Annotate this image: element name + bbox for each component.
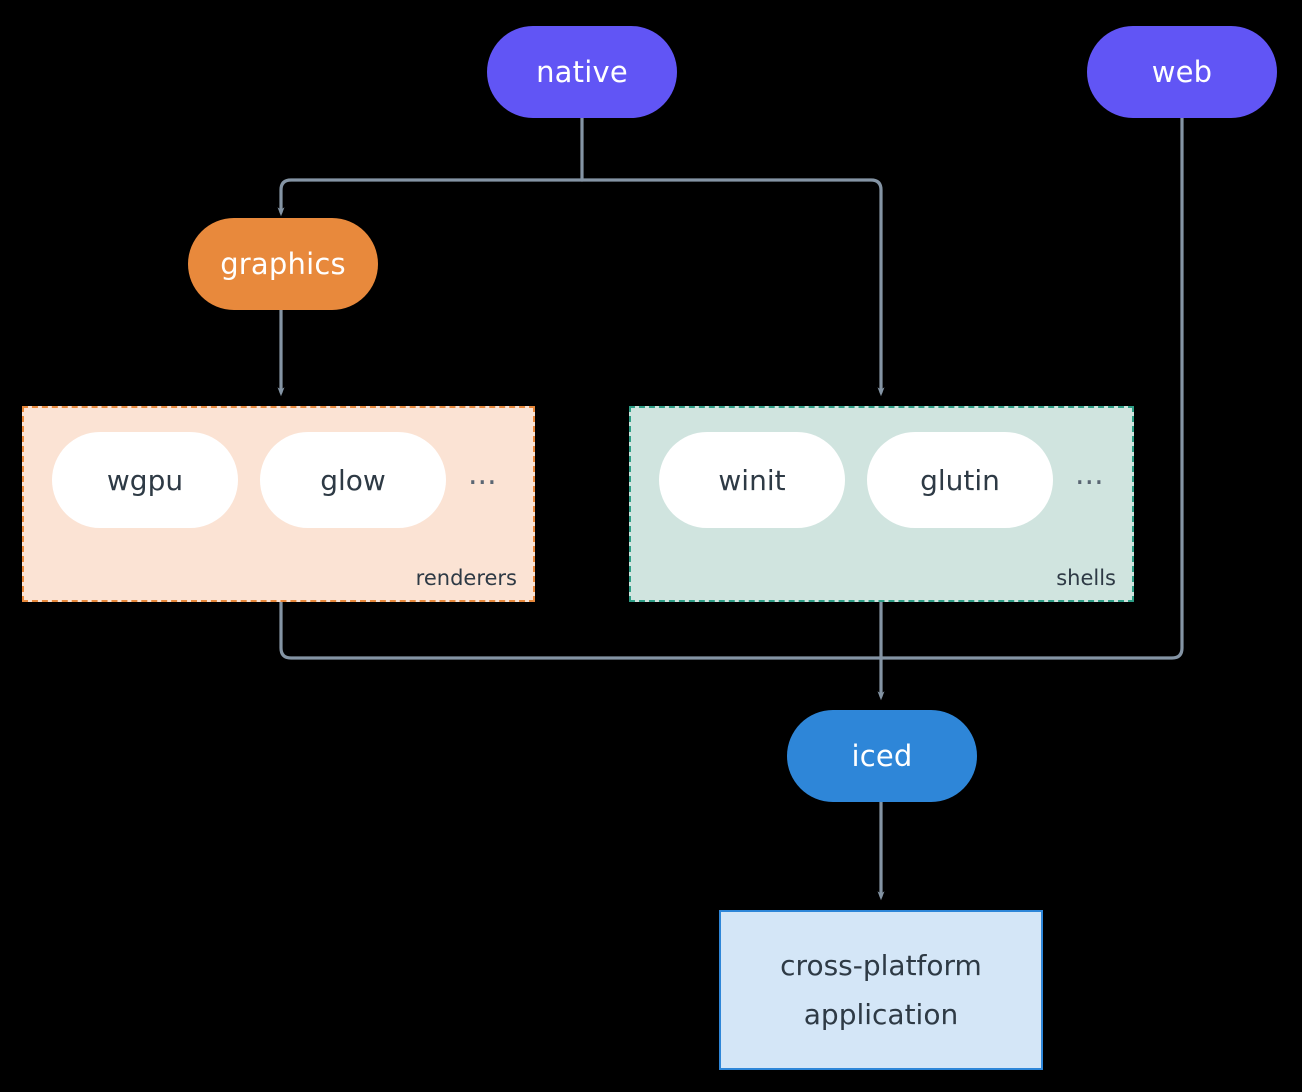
node-winit-label: winit: [718, 463, 786, 497]
node-winit[interactable]: winit: [659, 432, 845, 528]
node-glutin-label: glutin: [920, 463, 1000, 497]
group-shells-items: winit glutin ...: [659, 432, 1104, 528]
edge-native-shells: [580, 178, 885, 397]
group-renderers-items: wgpu glow ...: [52, 432, 497, 528]
group-shells[interactable]: winit glutin ... shells: [629, 406, 1134, 602]
group-shells-label: shells: [1056, 566, 1116, 590]
node-glutin[interactable]: glutin: [867, 432, 1053, 528]
shells-more-ellipsis: ...: [1075, 457, 1104, 492]
node-iced-label: iced: [851, 739, 913, 773]
node-native-label: native: [536, 55, 628, 89]
group-renderers[interactable]: wgpu glow ... renderers: [22, 406, 535, 602]
renderers-more-ellipsis: ...: [468, 457, 497, 492]
node-wgpu-label: wgpu: [106, 463, 184, 497]
edge-native-graphics: [277, 178, 584, 217]
group-renderers-label: renderers: [415, 566, 517, 590]
node-wgpu[interactable]: wgpu: [52, 432, 238, 528]
node-web-label: web: [1151, 55, 1213, 89]
node-glow-label: glow: [320, 463, 386, 497]
node-native[interactable]: native: [487, 26, 677, 118]
node-glow[interactable]: glow: [260, 432, 446, 528]
application-line-1: cross-platform: [780, 949, 982, 982]
node-graphics-label: graphics: [220, 247, 346, 281]
application-line-2: application: [803, 998, 959, 1031]
node-cross-platform-application[interactable]: cross-platform application: [719, 910, 1043, 1070]
edge-renderers-iced: [279, 600, 883, 660]
node-graphics[interactable]: graphics: [188, 218, 378, 310]
node-iced[interactable]: iced: [787, 710, 977, 802]
node-web[interactable]: web: [1087, 26, 1277, 118]
